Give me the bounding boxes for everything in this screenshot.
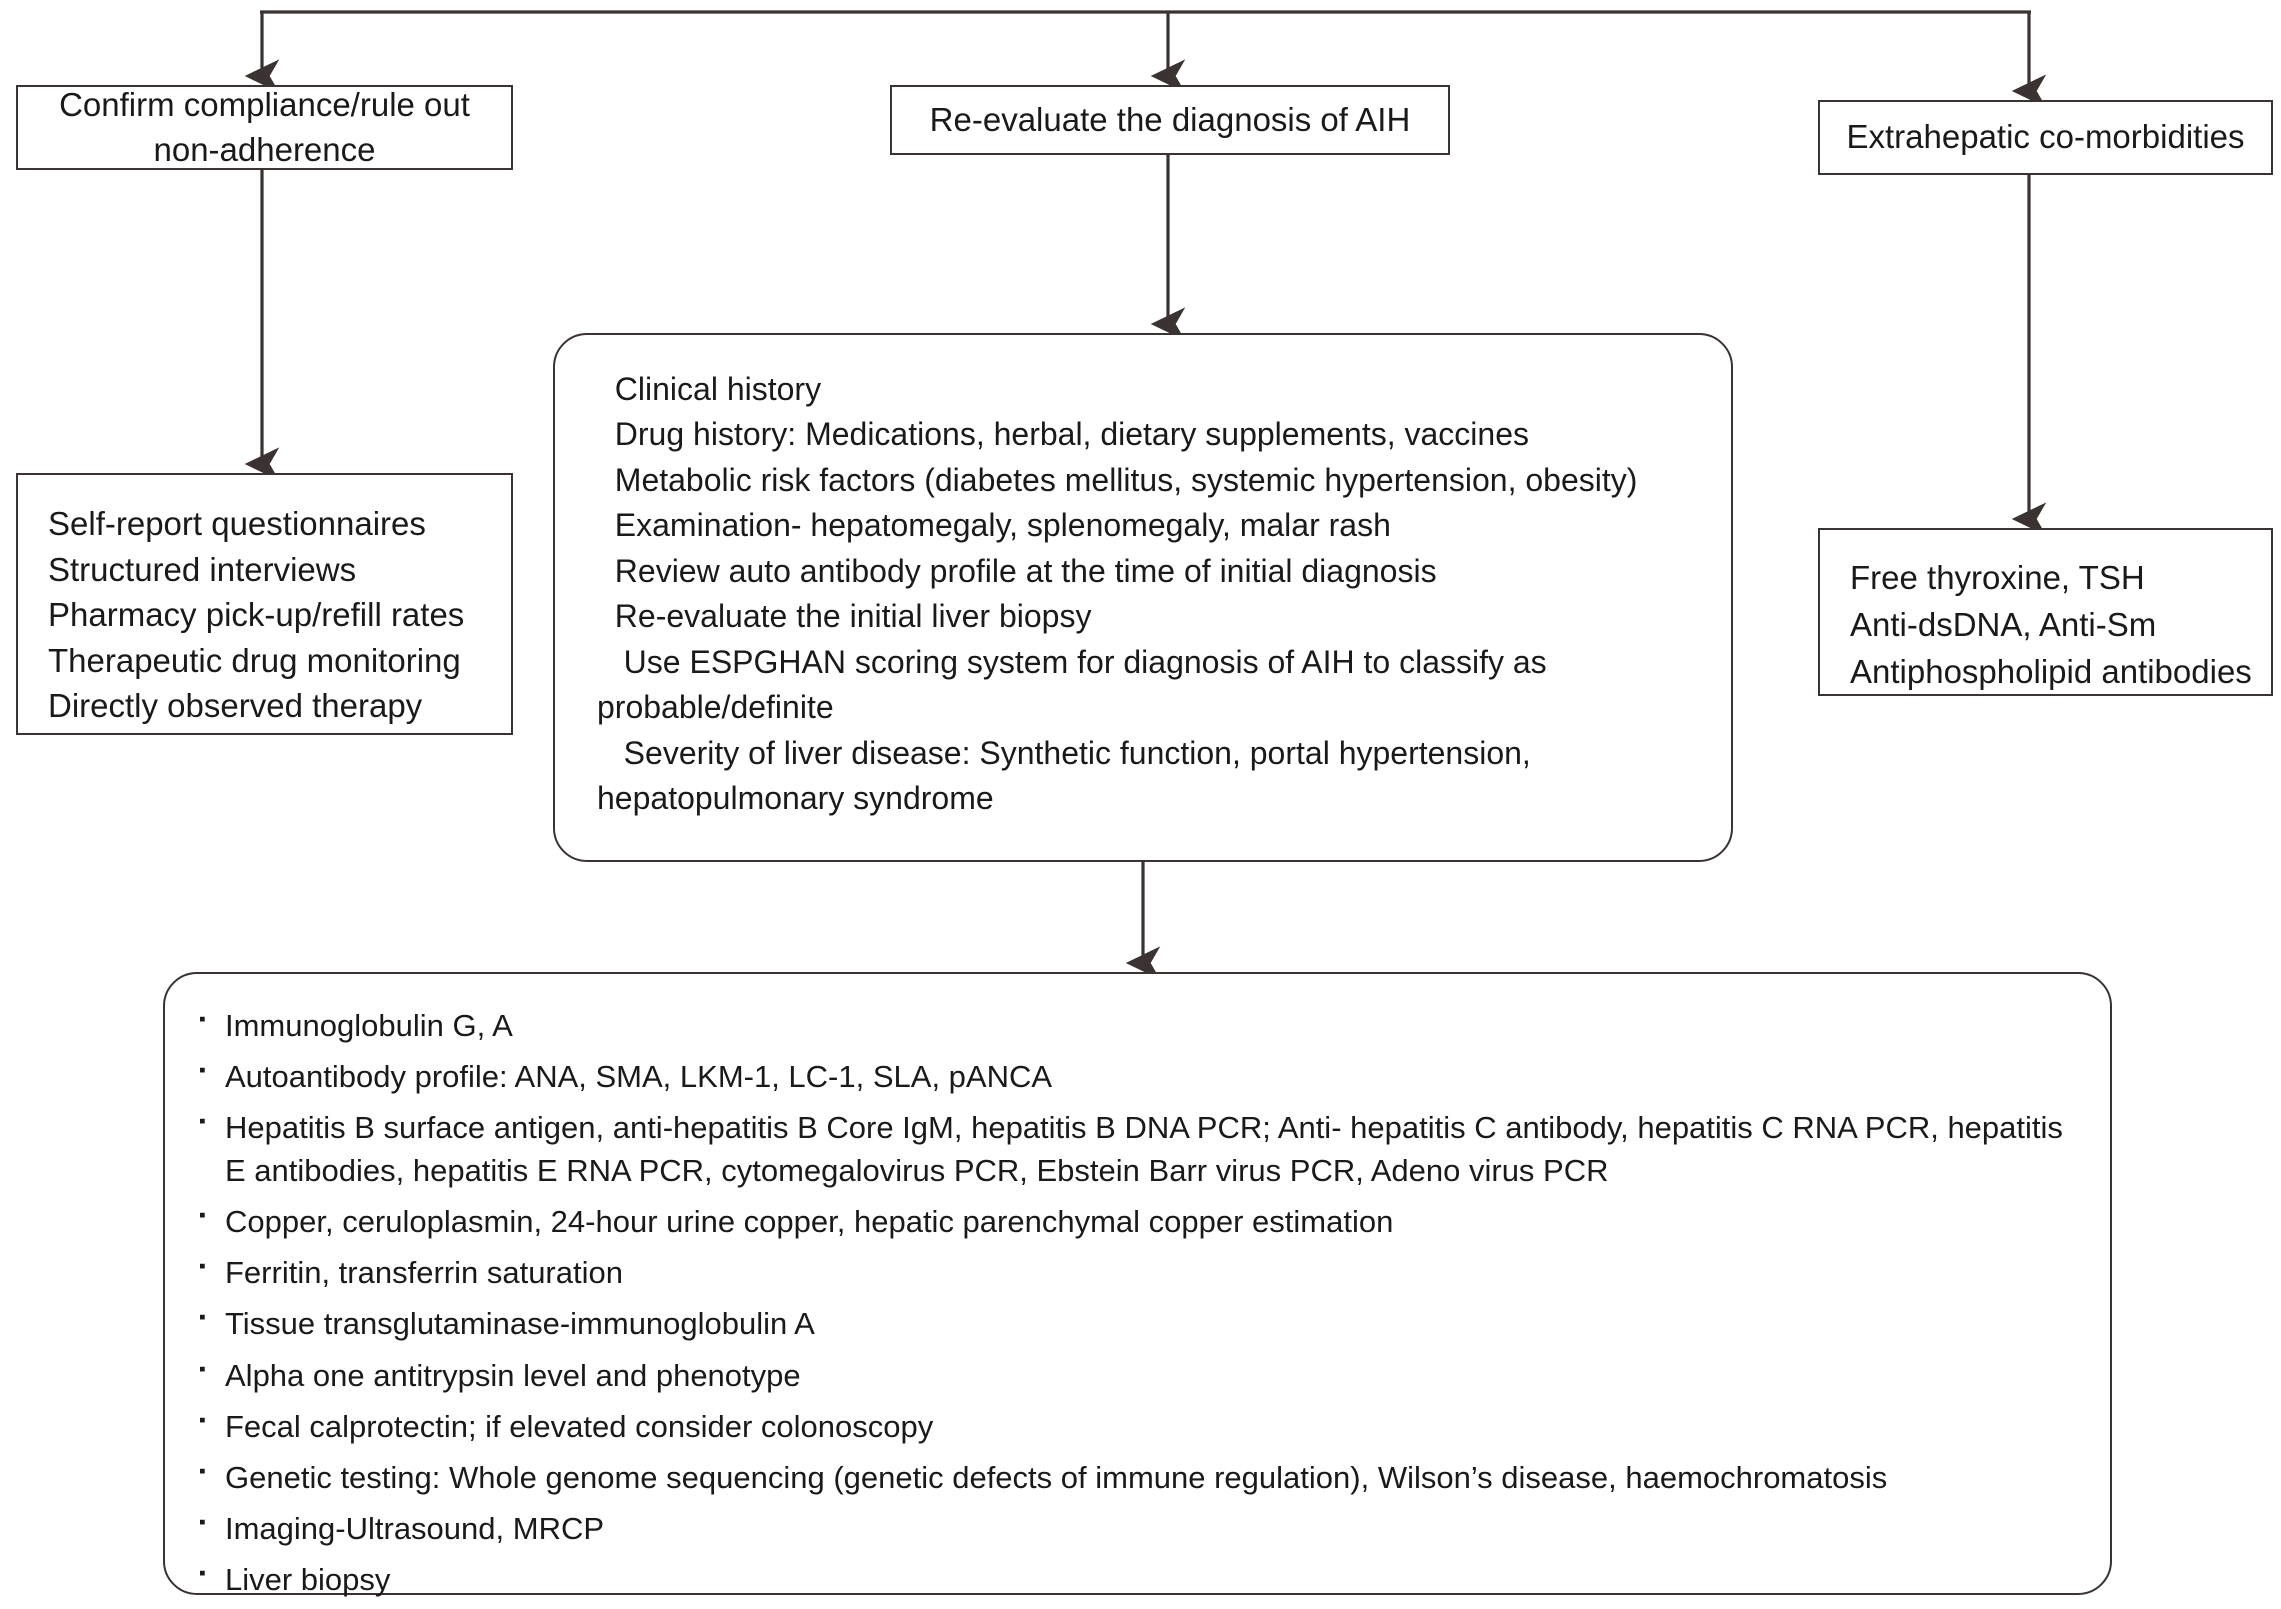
investigations-list: Immunoglobulin G, A Autoantibody profile:…: [199, 1002, 2076, 1601]
node-extrahepatic-comorbidities[interactable]: Extrahepatic co-morbidities: [1818, 100, 2273, 175]
investigation-item: Alpha one antitrypsin level and phenotyp…: [199, 1352, 2076, 1397]
node-reevaluate-diagnosis-label: Re-evaluate the diagnosis of AIH: [929, 100, 1411, 138]
node-reevaluate-diagnosis[interactable]: Re-evaluate the diagnosis of AIH: [890, 85, 1450, 155]
investigation-item: Fecal calprotectin; if elevated consider…: [199, 1403, 2076, 1448]
node-extrahepatic-tests-label: Free thyroxine, TSH Anti-dsDNA, Anti-Sm …: [1850, 559, 2252, 690]
investigation-item: Autoantibody profile: ANA, SMA, LKM-1, L…: [199, 1053, 2076, 1098]
investigation-item: Ferritin, transferrin saturation: [199, 1249, 2076, 1294]
node-diagnosis-reevaluation-details[interactable]: Clinical history Drug history: Medicatio…: [553, 333, 1733, 862]
investigation-item: Imaging-Ultrasound, MRCP: [199, 1505, 2076, 1550]
node-extrahepatic-comorbidities-label: Extrahepatic co-morbidities: [1846, 118, 2245, 156]
investigation-item: Copper, ceruloplasmin, 24-hour urine cop…: [199, 1198, 2076, 1243]
investigation-item: Tissue transglutaminase-immunoglobulin A: [199, 1300, 2076, 1345]
investigation-item: Hepatitis B surface antigen, anti-hepati…: [199, 1104, 2076, 1192]
investigation-item: Genetic testing: Whole genome sequencing…: [199, 1454, 2076, 1499]
node-adherence-assessment-methods[interactable]: Self-report questionnaires Structured in…: [16, 473, 513, 735]
node-adherence-assessment-methods-label: Self-report questionnaires Structured in…: [48, 505, 465, 725]
node-diagnosis-reevaluation-details-label: Clinical history Drug history: Medicatio…: [597, 371, 1638, 816]
node-confirm-compliance[interactable]: Confirm compliance/rule out non-adherenc…: [16, 85, 513, 170]
node-investigations-panel[interactable]: Immunoglobulin G, A Autoantibody profile:…: [163, 972, 2112, 1597]
investigation-item: Immunoglobulin G, A: [199, 1002, 2076, 1047]
node-confirm-compliance-label: Confirm compliance/rule out non-adherenc…: [59, 86, 470, 168]
node-extrahepatic-tests[interactable]: Free thyroxine, TSH Anti-dsDNA, Anti-Sm …: [1818, 528, 2273, 696]
investigation-item: Liver biopsy: [199, 1556, 2076, 1601]
